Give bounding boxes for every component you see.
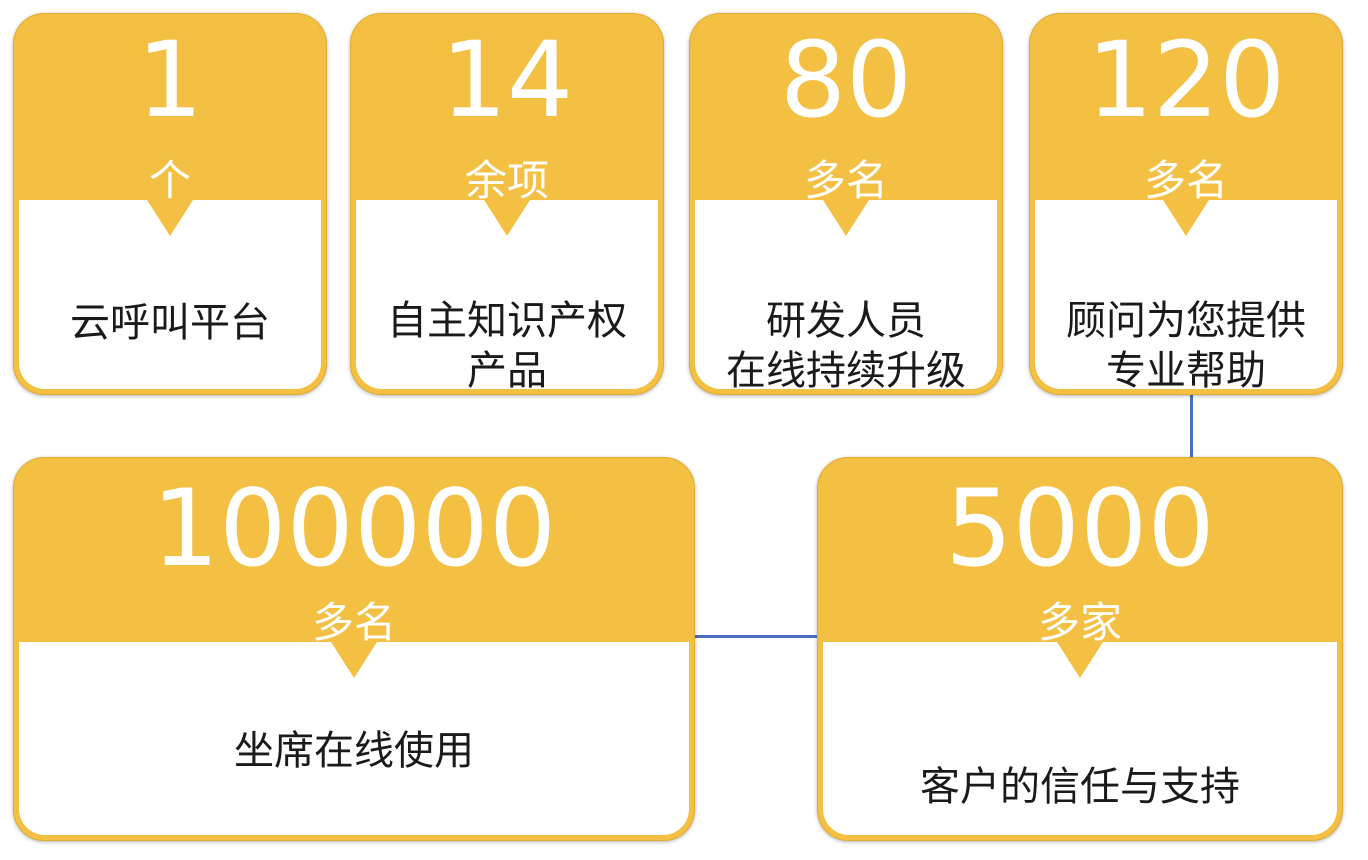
stat-description: 云呼叫平台 bbox=[14, 298, 326, 348]
stat-unit: 余项 bbox=[464, 156, 549, 205]
stat-number: 120 bbox=[1086, 19, 1286, 141]
description-line: 产品 bbox=[467, 348, 547, 394]
stat-number: 80 bbox=[779, 19, 913, 141]
stat-number: 5000 bbox=[945, 467, 1215, 590]
description-line: 云呼叫平台 bbox=[70, 300, 270, 346]
stat-card-rnd-staff: 80 多名 研发人员 在线持续升级 bbox=[690, 14, 1002, 394]
connector-100000-to-5000 bbox=[693, 635, 819, 638]
stat-unit: 个 bbox=[148, 156, 191, 205]
stat-description: 坐席在线使用 bbox=[14, 726, 694, 776]
stat-number: 100000 bbox=[151, 467, 557, 590]
description-line: 坐席在线使用 bbox=[234, 728, 474, 774]
description-line: 研发人员 bbox=[766, 298, 926, 344]
card-pointer bbox=[484, 200, 530, 236]
stat-description: 客户的信任与支持 bbox=[818, 762, 1342, 812]
stat-description: 自主知识产权 产品 bbox=[351, 296, 663, 394]
description-line: 在线持续升级 bbox=[726, 348, 966, 394]
stat-number: 1 bbox=[136, 19, 204, 141]
description-line: 自主知识产权 bbox=[387, 298, 627, 344]
card-pointer bbox=[147, 200, 193, 236]
stat-number: 14 bbox=[440, 19, 574, 141]
card-pointer bbox=[1163, 200, 1209, 236]
description-line: 客户的信任与支持 bbox=[920, 764, 1240, 810]
stat-unit: 多名 bbox=[1143, 156, 1228, 205]
stat-unit: 多名 bbox=[311, 598, 396, 647]
card-pointer bbox=[331, 642, 377, 678]
card-pointer bbox=[1057, 642, 1103, 678]
stat-card-platform: 1 个 云呼叫平台 bbox=[14, 14, 326, 394]
stat-card-customers: 5000 多家 客户的信任与支持 bbox=[818, 458, 1342, 840]
description-line: 顾问为您提供 bbox=[1066, 298, 1306, 344]
stat-unit: 多家 bbox=[1037, 598, 1122, 647]
card-pointer bbox=[823, 200, 869, 236]
description-line: 专业帮助 bbox=[1106, 348, 1266, 394]
stat-card-seats: 100000 多名 坐席在线使用 bbox=[14, 458, 694, 840]
stat-description: 研发人员 在线持续升级 bbox=[690, 296, 1002, 394]
connector-120-to-5000 bbox=[1190, 393, 1193, 459]
stat-card-consultants: 120 多名 顾问为您提供 专业帮助 bbox=[1030, 14, 1342, 394]
stat-unit: 多名 bbox=[803, 156, 888, 205]
stat-card-ip-products: 14 余项 自主知识产权 产品 bbox=[351, 14, 663, 394]
stat-description: 顾问为您提供 专业帮助 bbox=[1030, 296, 1342, 394]
